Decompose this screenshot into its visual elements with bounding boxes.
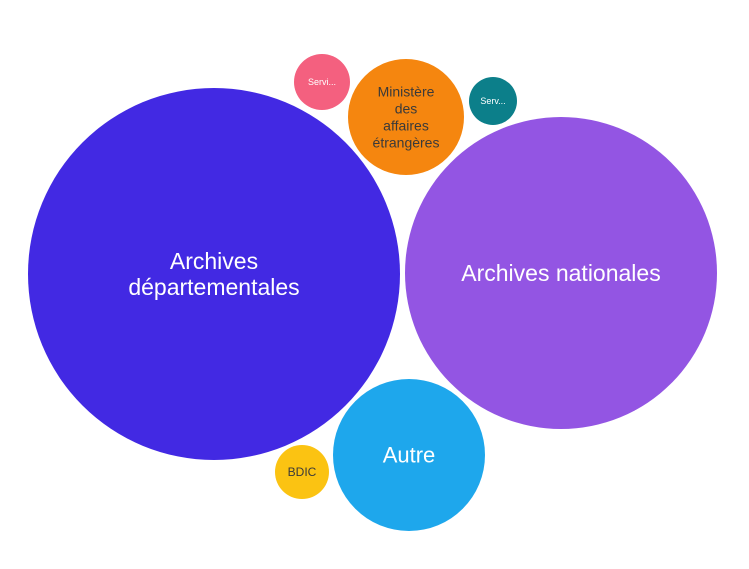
bubble-label-line: Autre — [383, 443, 436, 468]
bubble-circle[interactable] — [348, 59, 464, 175]
bubble-label: Autre — [383, 443, 436, 468]
bubble-circle[interactable] — [469, 77, 517, 125]
bubble-label: Servi... — [308, 77, 336, 87]
bubble-label-line: Archives nationales — [461, 260, 660, 286]
bubble-label: BDIC — [288, 465, 317, 479]
bubble-label-line: Archives — [170, 248, 258, 274]
bubble-label-line: Ministère — [378, 83, 435, 99]
bubble-6[interactable]: Serv... — [469, 77, 517, 125]
bubble-4[interactable]: BDIC — [275, 445, 329, 499]
bubble-2[interactable]: Autre — [333, 379, 485, 531]
bubble-label: Serv... — [480, 96, 505, 106]
bubble-circle[interactable] — [333, 379, 485, 531]
bubble-label-line: affaires — [383, 117, 429, 133]
bubble-circle[interactable] — [405, 117, 717, 429]
bubble-label-line: BDIC — [288, 465, 317, 479]
bubble-label-line: étrangères — [373, 134, 440, 150]
bubble-circle[interactable] — [28, 88, 400, 460]
bubble-label: Archives nationales — [461, 260, 660, 286]
bubble-label-line: Serv... — [480, 96, 505, 106]
bubble-label-line: des — [395, 100, 418, 116]
bubble-label-line: Servi... — [308, 77, 336, 87]
bubble-circle[interactable] — [294, 54, 350, 110]
bubble-circle[interactable] — [275, 445, 329, 499]
bubble-5[interactable]: Servi... — [294, 54, 350, 110]
bubble-1[interactable]: Archives nationales — [405, 117, 717, 429]
bubble-label-line: départementales — [128, 274, 299, 300]
